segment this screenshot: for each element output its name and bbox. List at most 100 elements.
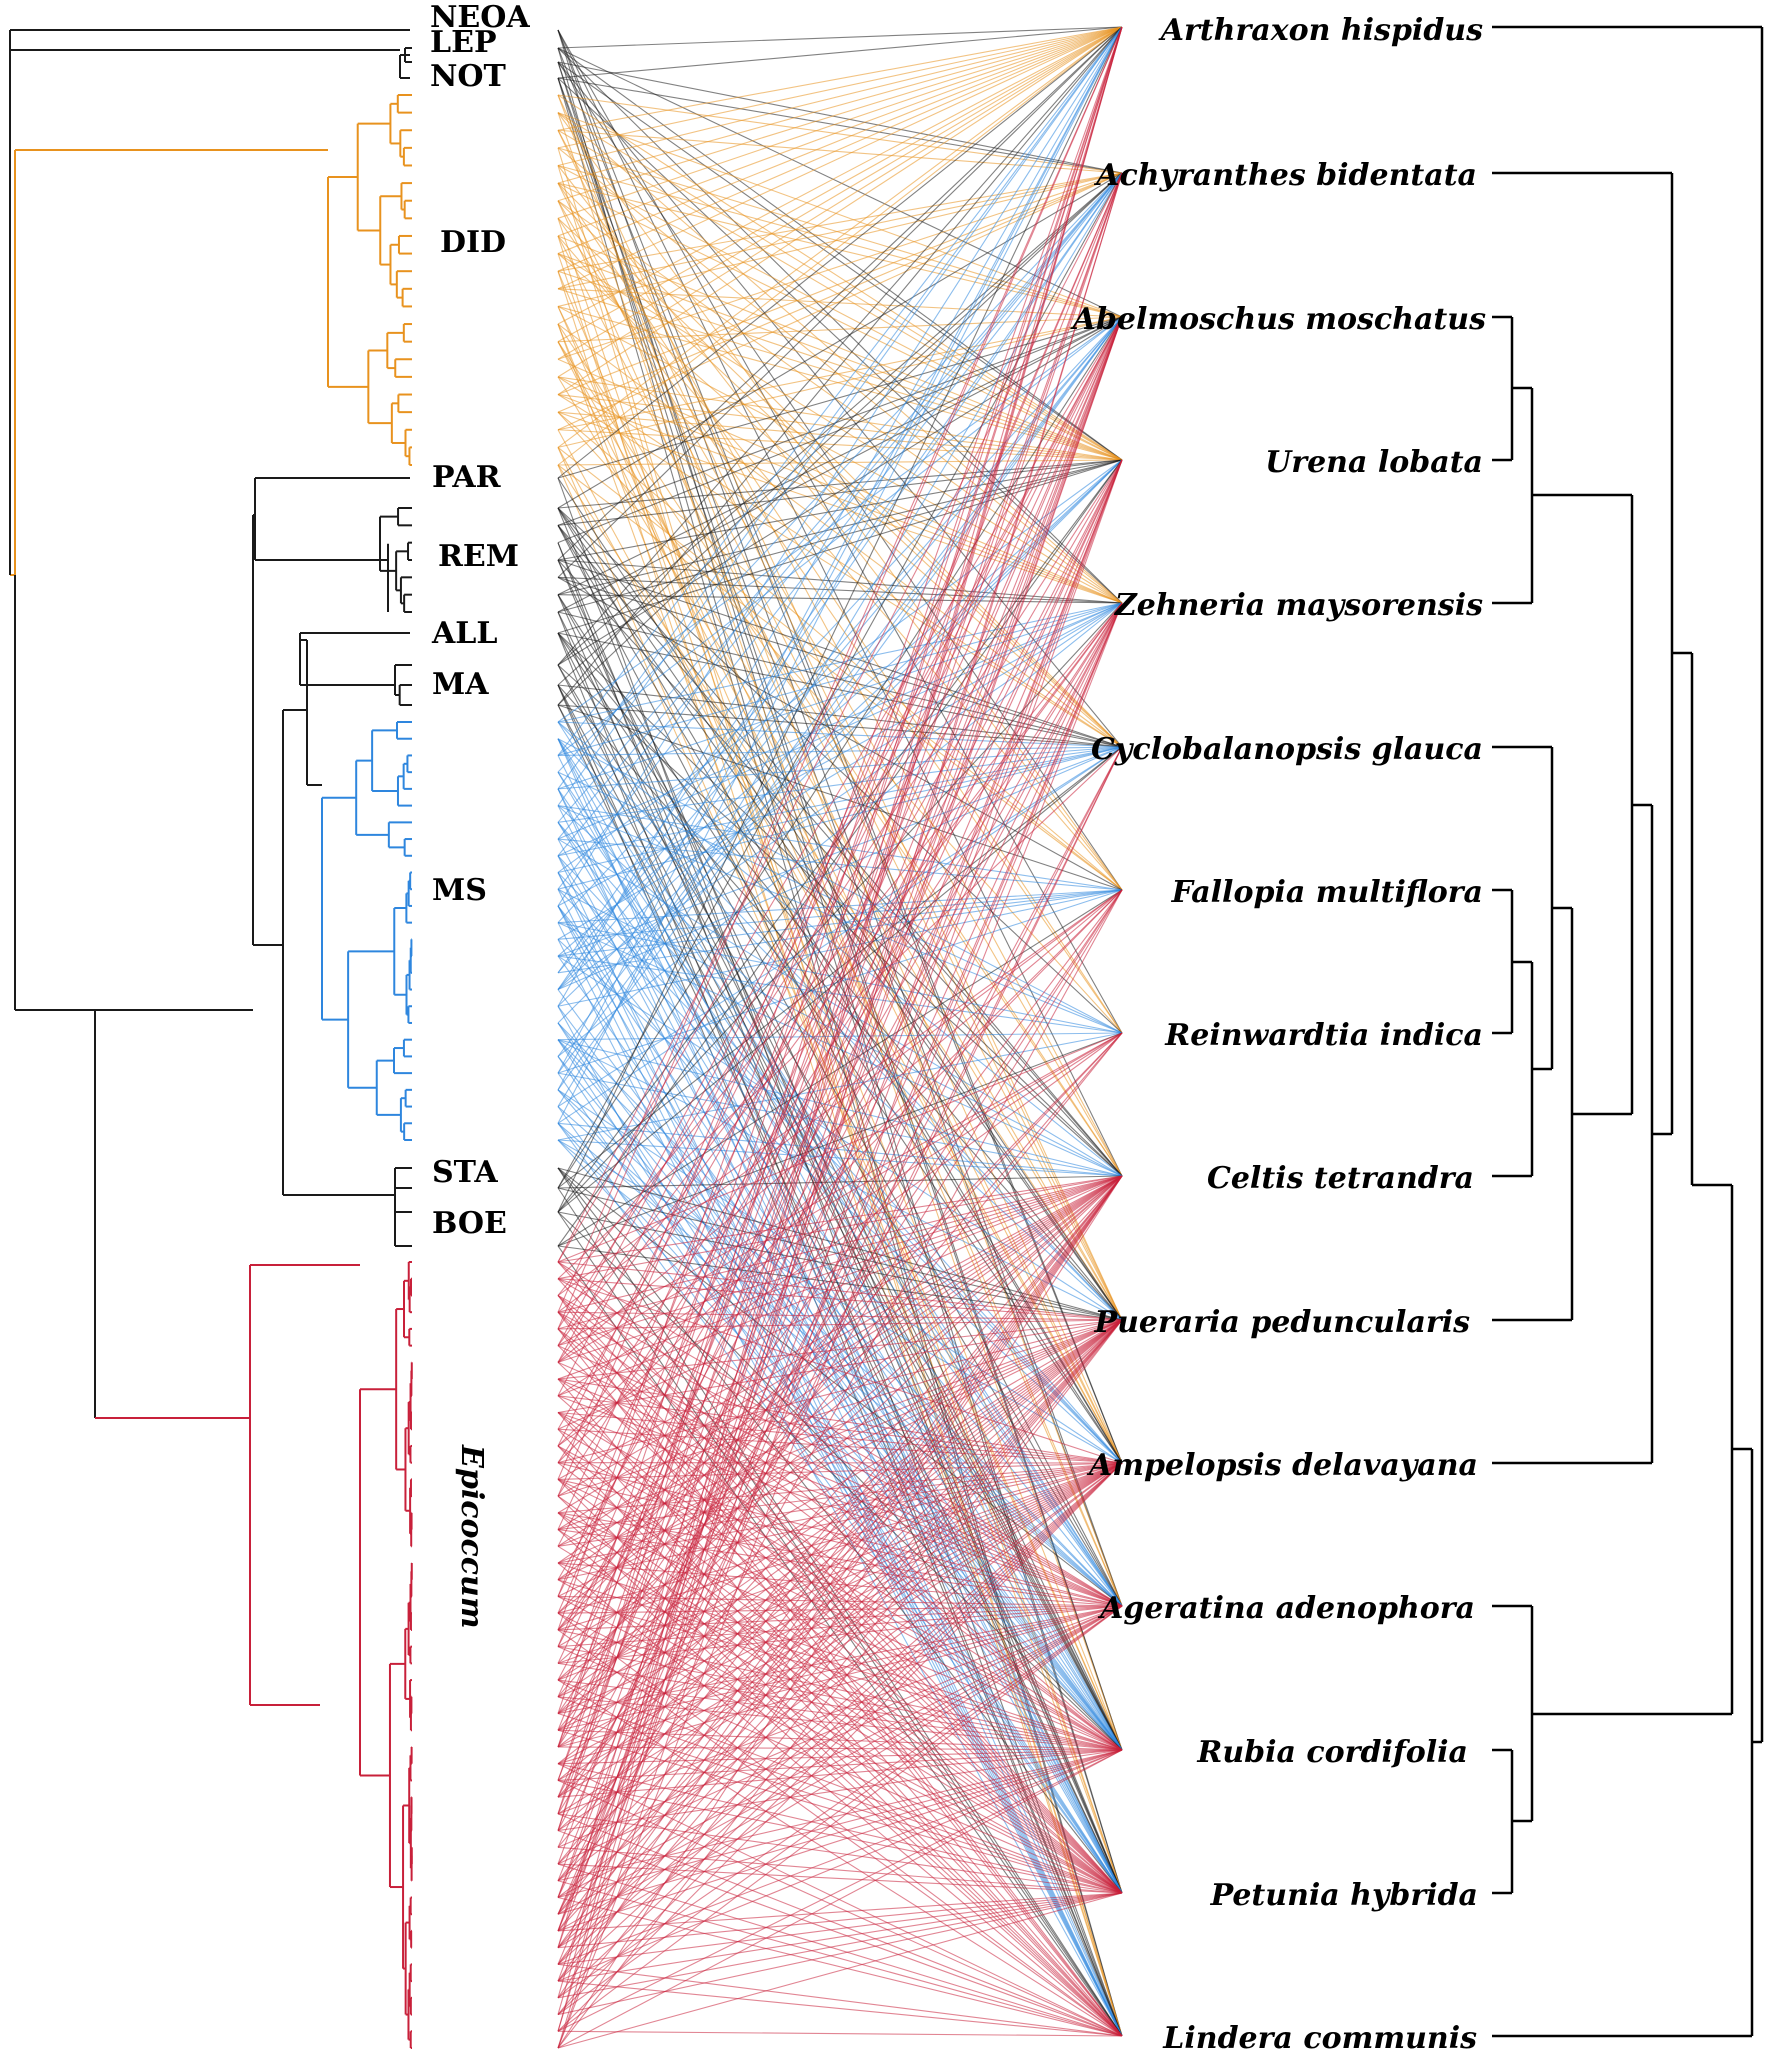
association-link — [557, 26, 1123, 790]
association-link — [557, 26, 1123, 1831]
association-link — [557, 316, 1123, 1189]
association-link — [557, 172, 1123, 413]
association-link — [557, 172, 1123, 509]
association-link — [557, 1175, 1123, 1714]
association-link — [557, 429, 1123, 461]
association-link — [557, 316, 1123, 1781]
association-link — [557, 26, 1123, 1124]
association-link — [557, 1361, 1123, 1607]
association-link — [557, 889, 1123, 1915]
association-link — [557, 1175, 1123, 1865]
host-label-zehneria: Zehneria maysorensis — [1114, 588, 1483, 623]
association-link — [557, 905, 1123, 1894]
association-link — [557, 1175, 1123, 1999]
host-label-fallopia: Fallopia multiflora — [1171, 875, 1483, 910]
association-link — [557, 838, 1123, 1177]
association-link — [557, 411, 1123, 604]
association-link — [557, 459, 1123, 1007]
association-link — [557, 507, 1123, 1034]
association-link — [557, 1428, 1123, 1751]
association-link — [557, 1462, 1123, 2032]
association-link — [557, 1963, 1123, 2037]
association-link — [557, 955, 1123, 1034]
association-link — [557, 26, 1123, 1748]
association-link — [557, 838, 1123, 891]
association-link — [557, 1395, 1123, 1894]
association-link — [557, 889, 1123, 1296]
association-link — [557, 1512, 1123, 1751]
association-link — [557, 602, 1123, 1346]
association-link — [557, 1462, 1123, 1815]
association-link — [557, 1863, 1123, 2037]
association-link — [557, 1412, 1123, 1894]
association-link — [557, 26, 1123, 202]
association-link — [557, 26, 1123, 2015]
association-link — [557, 938, 1123, 1464]
association-link — [557, 1319, 1123, 1949]
association-link — [557, 1749, 1123, 1832]
association-link — [557, 1175, 1123, 1313]
association-link — [557, 1813, 1123, 1894]
association-link — [557, 1605, 1123, 1898]
association-link — [557, 684, 1123, 748]
association-link — [557, 26, 1123, 466]
association-link — [557, 172, 1123, 431]
association-link — [557, 26, 1123, 1714]
association-link — [557, 1863, 1123, 1894]
association-link — [557, 253, 1123, 748]
association-link — [557, 1039, 1123, 1894]
host-label-rubia: Rubia cordifolia — [1196, 1735, 1468, 1770]
clade-label-boe: BOE — [432, 1206, 507, 1241]
association-link — [557, 1579, 1123, 1751]
association-link — [557, 1892, 1123, 2016]
association-link — [557, 1378, 1123, 1464]
association-link — [557, 1896, 1123, 2037]
association-link — [557, 602, 1123, 1681]
association-link — [557, 182, 1123, 1034]
association-link — [557, 889, 1123, 1007]
association-link — [557, 1319, 1123, 2049]
association-link — [557, 376, 1123, 748]
association-link — [557, 1319, 1123, 1865]
association-link — [557, 459, 1123, 561]
association-link — [557, 1175, 1123, 1932]
association-link — [557, 1345, 1123, 1607]
association-link — [557, 270, 1123, 1607]
clade-label-did: DID — [440, 225, 506, 260]
association-link — [557, 26, 1123, 1631]
association-link — [557, 704, 1123, 891]
association-link — [557, 26, 1123, 1313]
association-link — [557, 26, 1123, 1998]
association-link — [557, 172, 1123, 823]
association-link — [557, 1175, 1123, 2049]
association-link — [557, 1662, 1123, 1751]
association-link — [557, 1445, 1123, 2037]
host-label-celtis: Celtis tetrandra — [1207, 1161, 1474, 1196]
association-link — [557, 1679, 1123, 2037]
association-link — [557, 1032, 1123, 1263]
association-link — [557, 1478, 1123, 1894]
association-link — [557, 1892, 1123, 1999]
association-link — [557, 1032, 1123, 1141]
association-link — [557, 602, 1123, 1848]
association-link — [557, 172, 1123, 666]
association-link — [557, 316, 1123, 1932]
association-link — [557, 1032, 1123, 1698]
association-link — [557, 1032, 1123, 1247]
association-link — [557, 602, 1123, 907]
association-link — [557, 1462, 1123, 1894]
association-link — [557, 394, 1123, 604]
association-link — [557, 1175, 1123, 1614]
association-link — [557, 26, 1123, 219]
association-link — [557, 316, 1123, 1614]
host-plant-labels: Arthraxon hispidus Achyranthes bidentata… — [1070, 13, 1486, 2050]
association-link — [557, 1175, 1123, 1948]
association-link — [557, 1749, 1123, 1765]
association-link — [557, 1749, 1123, 1965]
association-link — [557, 316, 1123, 1815]
association-link — [557, 1022, 1123, 1607]
association-link — [557, 1411, 1123, 1607]
association-link — [557, 1462, 1123, 1715]
association-link — [557, 172, 1123, 1781]
fungal-phylogeny — [9, 29, 413, 2049]
